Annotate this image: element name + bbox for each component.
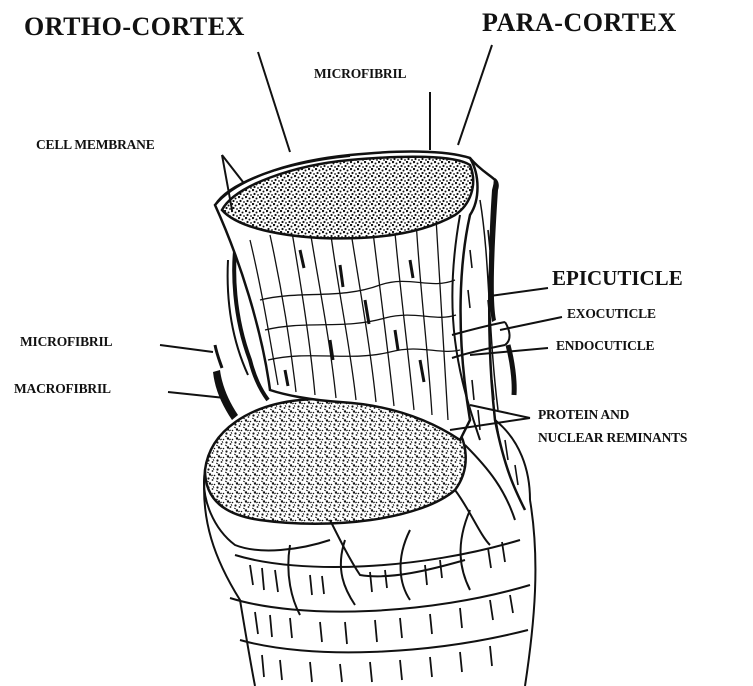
epicuticle-strip bbox=[489, 178, 499, 322]
label-microfibril-top: MICROFIBRIL bbox=[314, 67, 406, 81]
label-microfibril-left: MICROFIBRIL bbox=[20, 335, 112, 349]
label-para-cortex: PARA-CORTEX bbox=[482, 10, 677, 36]
label-epicuticle: EPICUTICLE bbox=[552, 268, 683, 289]
label-cell-membrane: CELL MEMBRANE bbox=[36, 138, 155, 152]
microfibril-strand bbox=[215, 345, 222, 368]
label-macrofibril: MACROFIBRIL bbox=[14, 382, 111, 396]
lower-hatching bbox=[250, 542, 513, 682]
label-exocuticle: EXOCUTICLE bbox=[567, 307, 656, 321]
label-ortho-cortex: ORTHO-CORTEX bbox=[24, 14, 245, 40]
label-protein-line2: NUCLEAR REMINANTS bbox=[538, 431, 687, 445]
macrofibril-strand bbox=[213, 370, 238, 420]
label-endocuticle: ENDOCUTICLE bbox=[556, 339, 654, 353]
label-protein-line1: PROTEIN AND bbox=[538, 408, 629, 422]
